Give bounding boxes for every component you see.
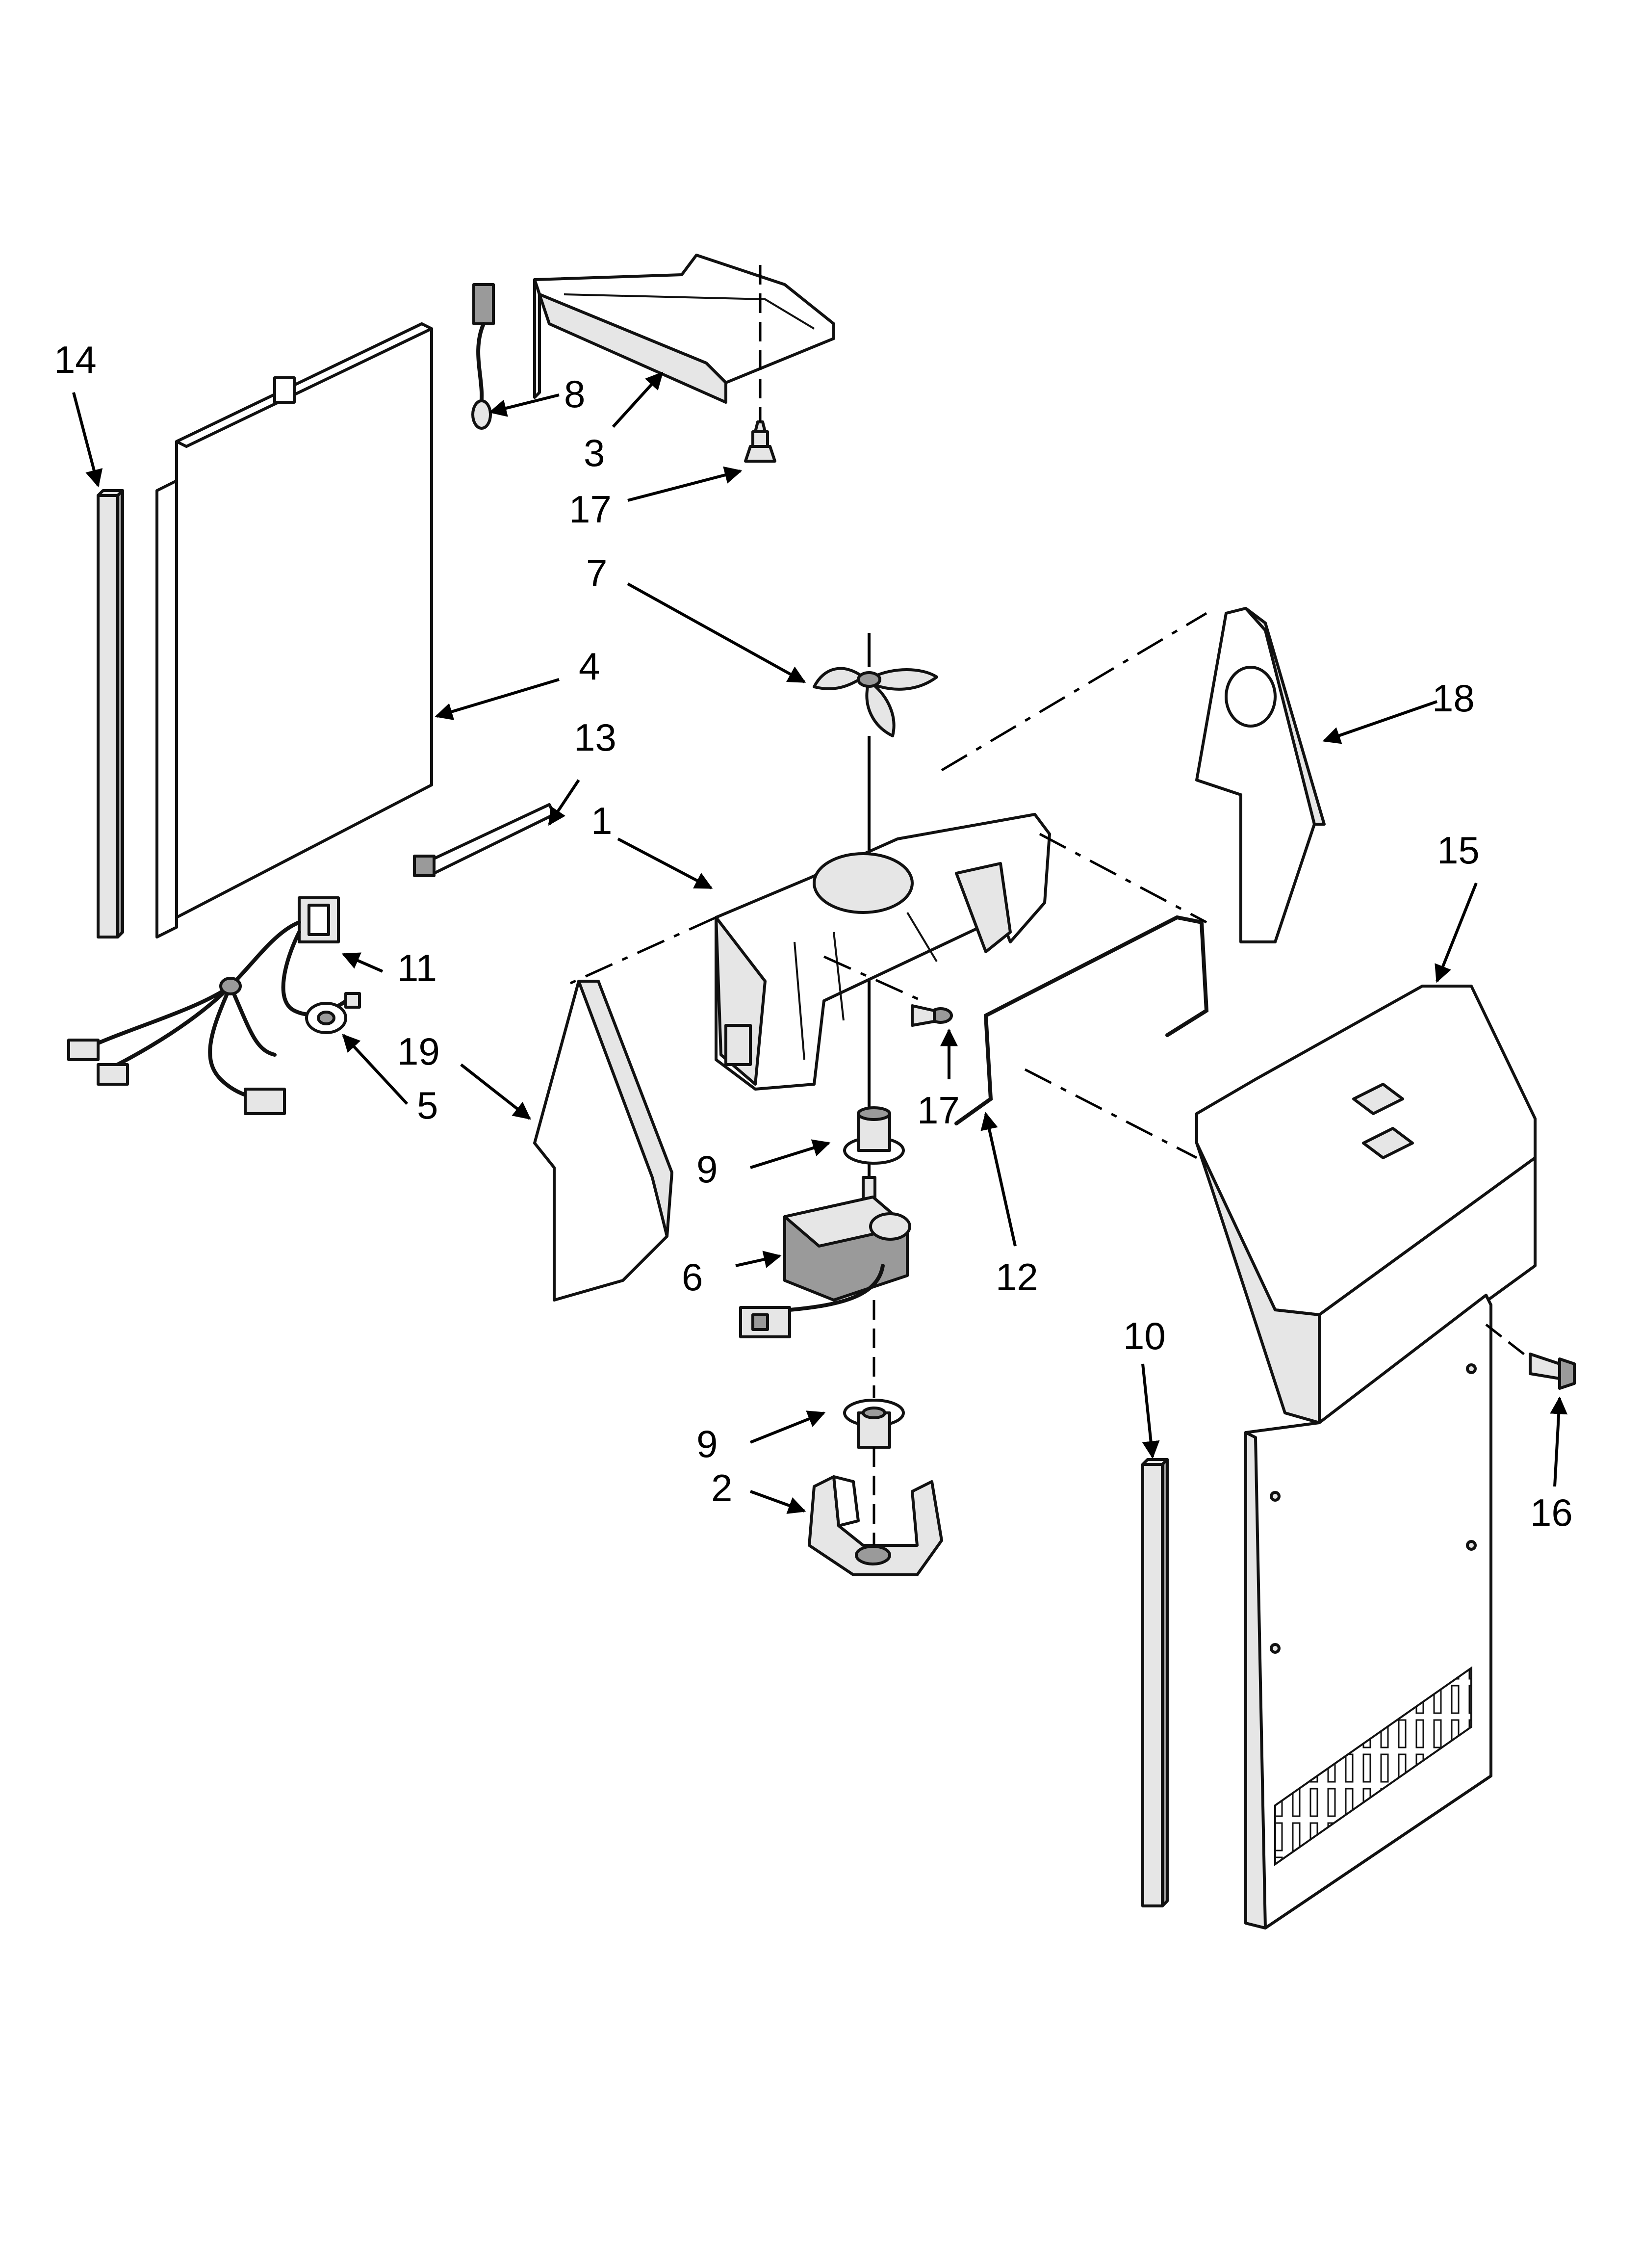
part-5-grommet [305, 1002, 347, 1034]
callout-2: 2 [711, 1466, 732, 1510]
callout-15: 15 [1437, 829, 1480, 872]
part-12-wire-bracket [954, 915, 1209, 1125]
part-10-right-trim-strip [1141, 1458, 1169, 1907]
part-19-left-side-panel [533, 980, 673, 1302]
callout-19: 19 [397, 1030, 440, 1073]
part-15-rear-cover [1195, 985, 1537, 1424]
callout-13: 13 [574, 716, 616, 759]
callout-9-lower: 9 [696, 1422, 718, 1465]
callout-8: 8 [564, 372, 585, 416]
callout-10: 10 [1123, 1314, 1166, 1357]
part-14-left-trim-strip [97, 489, 124, 938]
part-6-fan-motor [739, 1176, 911, 1338]
part-9-grommet-upper [843, 1106, 905, 1165]
leader-lines [72, 371, 1568, 1514]
callout-12: 12 [996, 1255, 1038, 1299]
callout-7: 7 [586, 551, 607, 595]
part-7-fan-blade [813, 667, 938, 737]
callout-6: 6 [682, 1255, 703, 1299]
callout-1: 1 [591, 799, 612, 842]
callout-11: 11 [397, 946, 437, 990]
callout-16: 16 [1530, 1491, 1573, 1534]
part-13-cable-tie [413, 803, 556, 877]
part-16-screw [1529, 1353, 1576, 1390]
part-18-right-side-panel [1195, 607, 1326, 943]
part-15-lower-panel [1244, 1294, 1492, 1929]
callout-3: 3 [584, 431, 605, 474]
part-17-screw-middle [911, 1004, 953, 1027]
part-2-motor-bracket [808, 1475, 943, 1576]
part-17-screw-top [744, 420, 776, 463]
part-1-fan-shroud [715, 813, 1051, 1091]
callout-9-upper: 9 [696, 1147, 718, 1191]
part-9-grommet-lower [843, 1399, 905, 1449]
callout-17-top: 17 [569, 488, 612, 531]
part-11-wire-harness [67, 896, 361, 1115]
callout-18: 18 [1432, 677, 1475, 720]
callout-labels: 14 8 3 17 7 4 13 1 18 15 11 19 5 17 9 6 … [54, 338, 1573, 1534]
callout-4: 4 [579, 645, 600, 688]
part-4-evaporator-grille [155, 322, 433, 938]
callout-14: 14 [54, 338, 97, 381]
callout-5: 5 [417, 1084, 438, 1127]
callout-17-middle: 17 [917, 1089, 960, 1132]
part-8-thermistor [471, 283, 495, 430]
